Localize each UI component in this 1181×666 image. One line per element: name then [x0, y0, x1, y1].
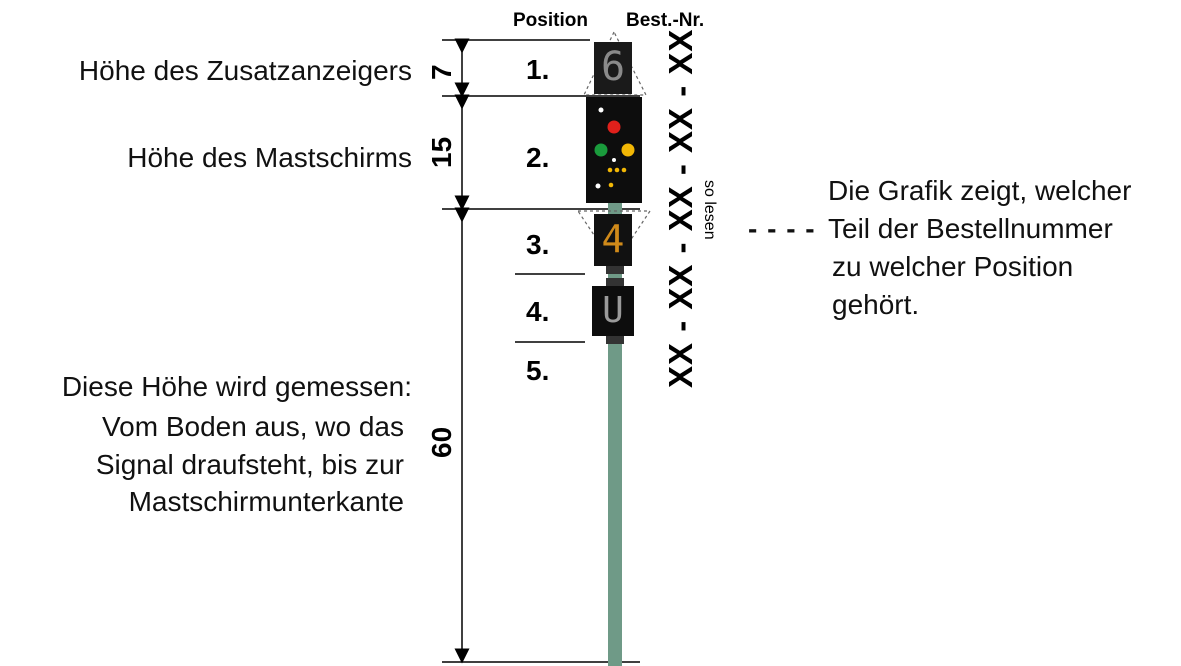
yellow-lamp [621, 143, 635, 157]
dimension-zusatz-value: 7 [426, 64, 457, 80]
red-lamp [607, 120, 621, 134]
indicator3-panel [594, 214, 632, 266]
order-number-header: Best.-Nr. [626, 10, 705, 31]
indicator4-mount-top [606, 278, 624, 286]
small-yellow-lamp-3 [621, 167, 627, 173]
label-measurement-3: Signal draufsteht, bis zur [95, 449, 404, 480]
label-zusatzanzeiger-height: Höhe des Zusatzanzeigers [78, 55, 412, 86]
label-measurement-4: Mastschirmunterkante [128, 486, 404, 517]
small-yellow-lamp-1 [607, 167, 613, 173]
position-header: Position [513, 10, 588, 31]
position-3: 3. [526, 229, 550, 260]
label-measurement-2: Vom Boden aus, wo das [102, 411, 404, 442]
green-lamp [594, 143, 608, 157]
position-1: 1. [526, 54, 550, 85]
small-white-lamp-top [598, 107, 604, 113]
reading-direction-hint: so lesen [701, 180, 718, 240]
zusatz-digit: 6 [600, 44, 626, 90]
label-mastschirm-height: Höhe des Mastschirms [127, 142, 412, 173]
indicator4-mount-bottom [606, 336, 624, 344]
dimension-mastschirm-value: 15 [426, 136, 457, 168]
indicator4-panel [592, 286, 634, 336]
legend-line-4: gehört. [832, 289, 920, 320]
label-measurement-1: Diese Höhe wird gemessen: [61, 371, 412, 402]
position-4: 4. [526, 296, 550, 327]
legend-line-1: Die Grafik zeigt, welcher [828, 175, 1132, 206]
zusatz-anzeiger-panel [594, 42, 632, 94]
position-2: 2. [526, 142, 550, 173]
position-5: 5. [526, 355, 550, 386]
dimension-mast-value: 60 [426, 426, 457, 458]
legend-dashes: - - - - [748, 213, 816, 244]
indicator3-digit: 4 [601, 217, 625, 261]
indicator4-letter: U [602, 290, 624, 331]
small-white-lamp-mid [612, 158, 616, 162]
small-yellow-lamp-2 [614, 167, 620, 173]
legend-line-3: zu welcher Position [832, 251, 1074, 282]
small-yellow-lamp-4 [608, 182, 614, 188]
order-number-pattern: XX - XX - XX - XX - XX [662, 28, 699, 388]
legend-line-2: Teil der Bestellnummer [828, 213, 1113, 244]
indicator3-mount [606, 266, 624, 274]
small-white-lamp-bottom-left [595, 183, 601, 189]
